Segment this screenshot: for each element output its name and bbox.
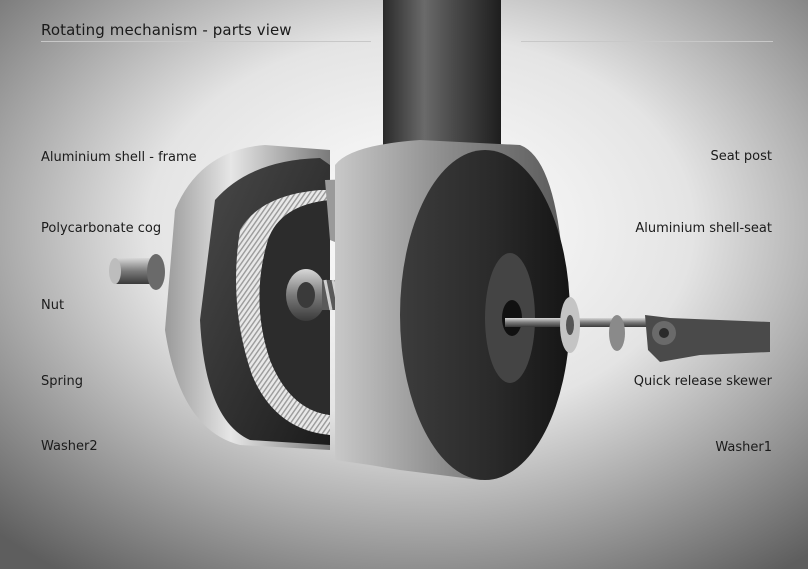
label-washer2: Washer2 bbox=[41, 439, 98, 454]
label-quick-release-skewer: Quick release skewer bbox=[633, 374, 772, 389]
quick-release-skewer-part bbox=[505, 315, 770, 362]
page-title: Rotating mechanism - parts view bbox=[41, 21, 292, 39]
aluminium-shell-frame-part bbox=[165, 145, 330, 450]
label-spring: Spring bbox=[41, 374, 83, 389]
polycarbonate-cog bbox=[236, 190, 330, 435]
label-polycarbonate-cog: Polycarbonate cog bbox=[41, 221, 162, 236]
label-aluminium-shell-frame: Aluminium shell - frame bbox=[41, 150, 197, 165]
label-aluminium-shell-seat: Aluminium shell-seat bbox=[635, 221, 772, 236]
nut-part bbox=[286, 269, 326, 321]
title-divider-right bbox=[521, 41, 773, 42]
label-seat-post: Seat post bbox=[710, 149, 772, 164]
washer2-part bbox=[109, 254, 165, 290]
title-divider-left bbox=[41, 41, 371, 42]
label-nut: Nut bbox=[41, 298, 65, 313]
aluminium-shell-seat-part bbox=[335, 140, 570, 480]
washer1-part bbox=[560, 297, 625, 353]
label-washer1: Washer1 bbox=[715, 440, 772, 455]
